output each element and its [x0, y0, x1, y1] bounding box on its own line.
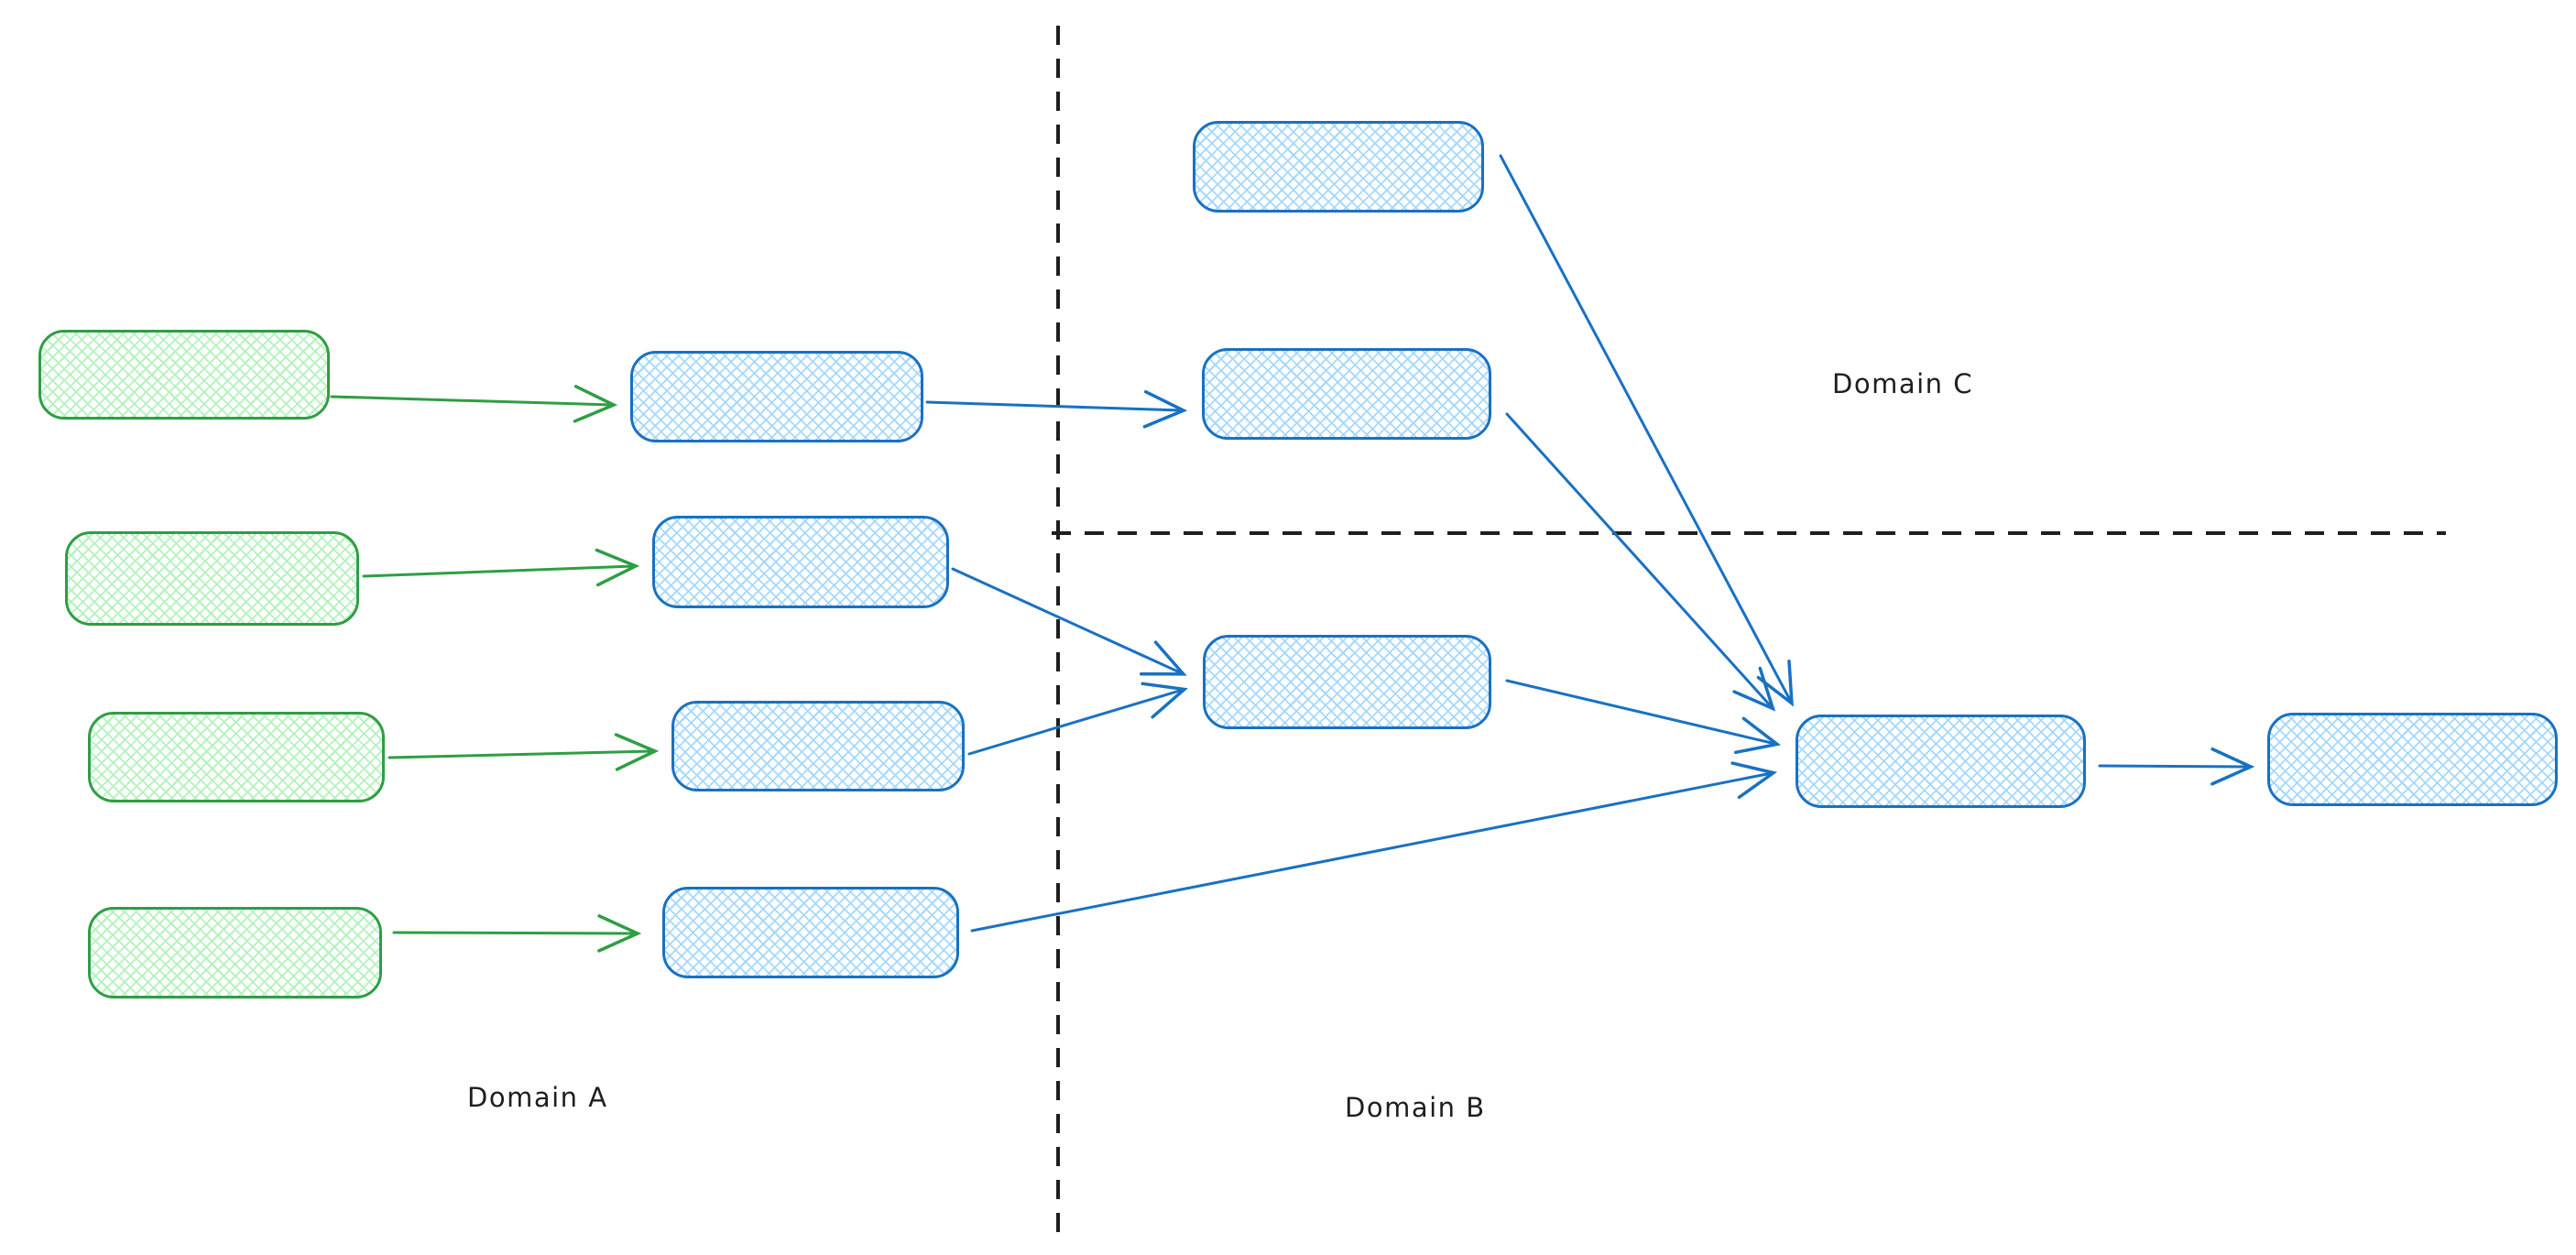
node-domain-a-3 [671, 701, 965, 791]
node-domain-a-1 [630, 351, 923, 442]
edge-merge-to-output [2098, 766, 2249, 767]
edge-node1-to-bupper [925, 402, 1182, 410]
domain-b-label: Domain B [1345, 1092, 1486, 1123]
edge-source1-to-node1 [330, 397, 612, 405]
node-domain-b-mid [1203, 635, 1491, 729]
node-domain-b-upper [1202, 348, 1491, 440]
domain-c-label: Domain C [1832, 368, 1973, 399]
node-domain-c-output [2267, 713, 2558, 806]
edge-node3-to-bmid [967, 690, 1183, 756]
node-domain-c-merge [1796, 715, 2086, 808]
edge-node4-to-merge [970, 773, 1772, 933]
domain-a-label: Domain A [467, 1082, 608, 1113]
edge-node2-to-bmid [951, 567, 1182, 673]
node-domain-b-top [1193, 121, 1484, 213]
edge-btop-to-merge [1499, 154, 1791, 702]
edge-bmid-to-merge [1505, 679, 1775, 744]
node-domain-a-source-3 [88, 712, 385, 802]
node-domain-a-4 [662, 887, 959, 978]
node-domain-a-source-1 [38, 330, 330, 420]
node-domain-a-source-4 [88, 907, 382, 999]
edge-source2-to-node2 [362, 566, 634, 576]
node-domain-a-source-2 [65, 531, 359, 626]
edge-bupper-to-merge [1505, 412, 1772, 707]
edge-source3-to-node3 [387, 751, 653, 758]
node-domain-a-2 [652, 516, 949, 608]
